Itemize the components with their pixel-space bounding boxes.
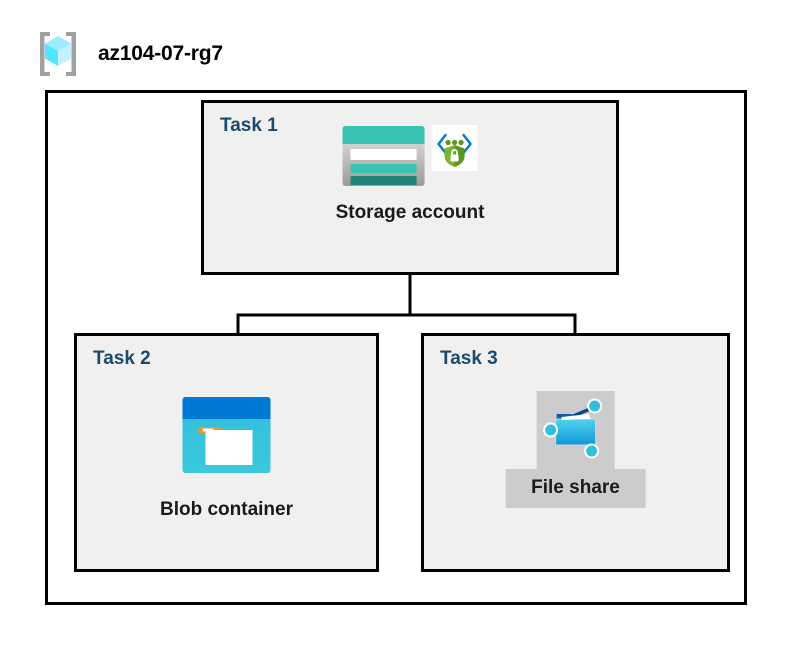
resource-group-cube-icon [32,28,84,80]
task-2-label: Task 2 [93,348,151,369]
file-share-icon [539,393,613,468]
task-1-box: Task 1 [201,100,619,275]
task-3-label: Task 3 [440,348,498,369]
task-1-label: Task 1 [220,115,278,136]
resource-group-container: Task 1 [45,90,747,605]
storage-account-icon-row [342,125,478,192]
page-title: az104-07-rg7 [98,42,223,65]
task-3-box: Task 3 [421,333,730,572]
file-share-node[interactable]: File share [505,391,646,508]
secure-api-shield-icon [432,125,478,176]
task-2-box: Task 2 [74,333,379,572]
resource-group-header: az104-07-rg7 [32,28,223,80]
file-share-caption-plate: File share [505,469,646,508]
storage-account-node[interactable]: Storage account [335,125,485,224]
blob-container-node[interactable]: Blob container [160,396,293,521]
blob-container-caption: Blob container [159,499,294,520]
file-share-caption: File share [531,477,620,498]
blob-container-icon [181,396,271,479]
file-share-icon-plate [536,391,615,469]
storage-account-icon [342,125,426,192]
storage-account-caption: Storage account [335,202,485,223]
